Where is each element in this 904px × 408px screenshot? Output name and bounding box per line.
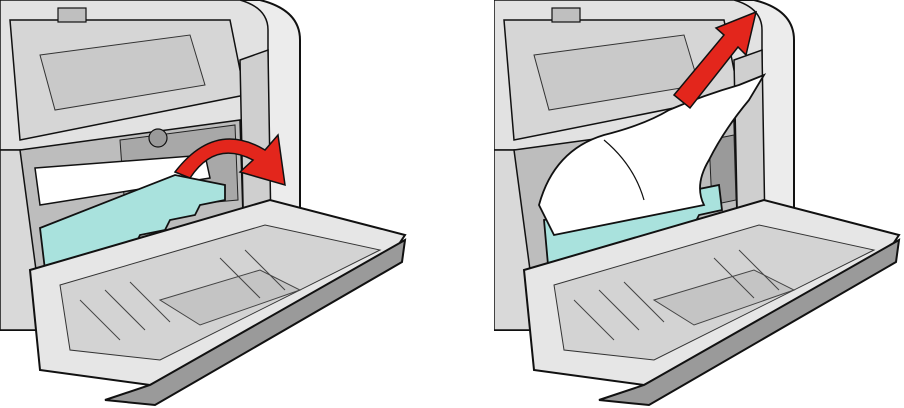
- jammed-paper: [538, 73, 767, 237]
- paper-crease: [603, 139, 645, 201]
- door-ribs: [79, 249, 286, 341]
- jammed-paper: [34, 154, 211, 206]
- door-ribs: [573, 249, 780, 341]
- up-arrow-icon: [672, 10, 758, 110]
- door-rib-panel: [652, 269, 796, 326]
- step-panel-pull-paper: [494, 0, 904, 408]
- door-rib-panel: [158, 269, 302, 326]
- roller: [148, 128, 168, 148]
- output-tray-panel: [39, 34, 206, 111]
- printer-drawing-right: [494, 0, 901, 407]
- front-door-edge: [598, 238, 901, 407]
- step-panel-open-guide: [0, 0, 410, 408]
- paper-stop-tab: [551, 7, 581, 23]
- curved-arrow-icon: [173, 133, 286, 187]
- paper-stop-tab: [57, 7, 87, 23]
- front-door-edge: [104, 238, 407, 407]
- printer-drawing-left: [0, 0, 407, 407]
